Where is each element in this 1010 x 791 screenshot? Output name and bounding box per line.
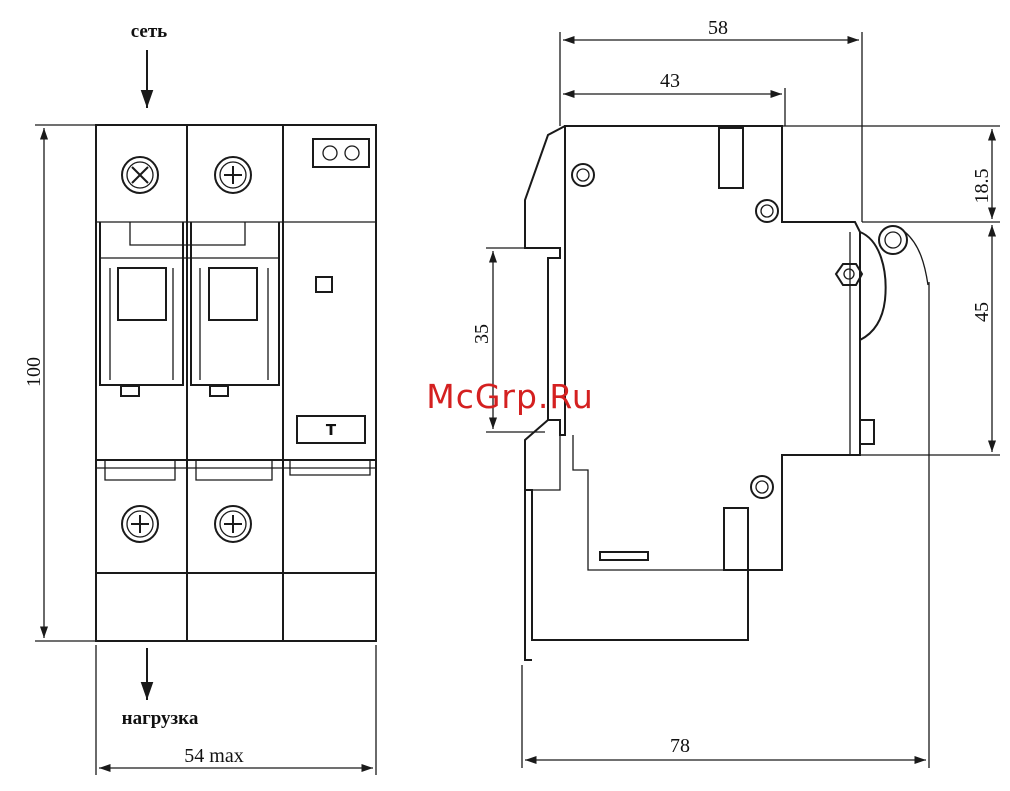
test-button-label: T <box>326 421 337 439</box>
screw-bottom-left-icon <box>122 506 158 542</box>
dim-overall-depth: 78 <box>670 735 690 757</box>
dim-depth-total: 58 <box>708 17 728 39</box>
load-label: нагрузка <box>122 708 199 729</box>
watermark-text: McGrp.Ru <box>426 377 594 416</box>
nut-icon <box>836 264 862 285</box>
supply-label: сеть <box>131 21 167 42</box>
dim-height-front: 100 <box>23 357 45 387</box>
front-view: T сеть нагрузка <box>23 21 376 775</box>
dim-front-section: 45 <box>971 302 993 322</box>
dim-din-rail: 35 <box>471 324 493 344</box>
dim-depth-body: 43 <box>660 70 680 92</box>
handle-knob-icon <box>860 226 928 340</box>
rivet-mid-icon <box>756 200 778 222</box>
screw-top-right-icon <box>215 157 251 193</box>
rivet-bottom-icon <box>751 476 773 498</box>
dim-upper-step: 18.5 <box>971 169 993 204</box>
rivet-top-icon <box>572 164 594 186</box>
dim-width-front: 54 max <box>184 745 243 767</box>
screw-bottom-right-icon <box>215 506 251 542</box>
screw-top-left-icon <box>122 157 158 193</box>
